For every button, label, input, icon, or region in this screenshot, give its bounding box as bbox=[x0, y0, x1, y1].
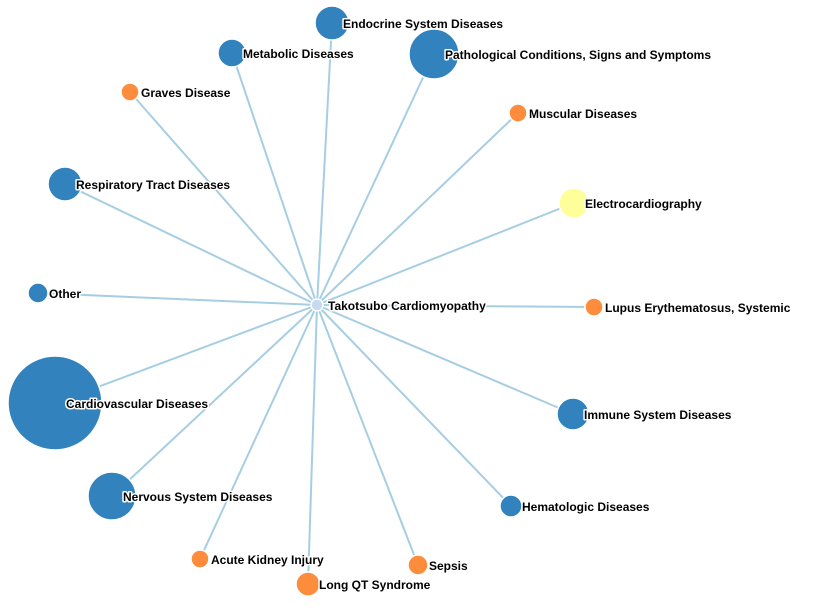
node-label-hematologic-diseases[interactable]: Hematologic Diseases bbox=[521, 499, 652, 516]
node-label-sepsis[interactable]: Sepsis bbox=[428, 558, 470, 575]
node-label-electrocardiography[interactable]: Electrocardiography bbox=[584, 196, 704, 213]
edge-lupus-erythematosus-systemic bbox=[316, 304, 595, 308]
node-immune-system-diseases[interactable] bbox=[556, 397, 590, 431]
node-label-cardiovascular-diseases[interactable]: Cardiovascular Diseases bbox=[65, 396, 210, 413]
edge-long-qt-syndrome bbox=[307, 304, 318, 585]
node-label-acute-kidney-injury[interactable]: Acute Kidney Injury bbox=[210, 552, 326, 569]
edge-sepsis bbox=[316, 304, 419, 566]
node-other[interactable] bbox=[27, 282, 49, 304]
edge-muscular-diseases bbox=[316, 112, 519, 306]
node-muscular-diseases[interactable] bbox=[508, 103, 528, 123]
edge-pathological-conditions-signs-and-symptoms bbox=[316, 53, 435, 306]
node-takotsubo-cardiomyopathy[interactable] bbox=[310, 298, 324, 312]
node-metabolic-diseases[interactable] bbox=[217, 38, 247, 68]
edge-layer bbox=[37, 22, 595, 585]
node-label-endocrine-system-diseases[interactable]: Endocrine System Diseases bbox=[342, 16, 505, 33]
node-label-nervous-system-diseases[interactable]: Nervous System Diseases bbox=[122, 489, 275, 506]
node-label-pathological-conditions-signs-and-symptoms[interactable]: Pathological Conditions, Signs and Sympt… bbox=[444, 47, 713, 64]
edge-endocrine-system-diseases bbox=[316, 22, 333, 306]
node-label-lupus-erythematosus-systemic[interactable]: Lupus Erythematosus, Systemic bbox=[604, 300, 793, 317]
edge-respiratory-tract-diseases bbox=[64, 183, 318, 306]
node-pathological-conditions-signs-and-symptoms[interactable] bbox=[408, 28, 460, 80]
node-acute-kidney-injury[interactable] bbox=[190, 549, 210, 569]
node-label-immune-system-diseases[interactable]: Immune System Diseases bbox=[583, 407, 734, 424]
node-endocrine-system-diseases[interactable] bbox=[314, 5, 350, 41]
edge-electrocardiography bbox=[316, 202, 575, 306]
edge-graves-disease bbox=[129, 91, 318, 306]
node-electrocardiography[interactable] bbox=[558, 187, 590, 219]
node-label-other[interactable]: Other bbox=[48, 286, 83, 303]
edge-other bbox=[37, 292, 318, 306]
node-respiratory-tract-diseases[interactable] bbox=[47, 166, 83, 202]
node-label-takotsubo-cardiomyopathy[interactable]: Takotsubo Cardiomyopathy bbox=[327, 298, 488, 315]
node-hematologic-diseases[interactable] bbox=[499, 494, 523, 518]
edge-hematologic-diseases bbox=[316, 304, 512, 507]
node-nervous-system-diseases[interactable] bbox=[87, 471, 137, 521]
node-label-respiratory-tract-diseases[interactable]: Respiratory Tract Diseases bbox=[75, 177, 232, 194]
node-label-muscular-diseases[interactable]: Muscular Diseases bbox=[528, 106, 639, 123]
edge-immune-system-diseases bbox=[316, 304, 574, 415]
node-lupus-erythematosus-systemic[interactable] bbox=[584, 297, 604, 317]
node-label-long-qt-syndrome[interactable]: Long QT Syndrome bbox=[318, 577, 433, 594]
node-layer bbox=[7, 5, 604, 597]
node-cardiovascular-diseases[interactable] bbox=[7, 355, 103, 451]
node-label-graves-disease[interactable]: Graves Disease bbox=[140, 85, 233, 102]
node-sepsis[interactable] bbox=[407, 554, 429, 576]
edge-metabolic-diseases bbox=[231, 52, 318, 306]
edge-acute-kidney-injury bbox=[199, 304, 318, 560]
node-long-qt-syndrome[interactable] bbox=[295, 571, 321, 597]
edge-nervous-system-diseases bbox=[111, 304, 318, 497]
node-graves-disease[interactable] bbox=[120, 82, 140, 102]
node-label-metabolic-diseases[interactable]: Metabolic Diseases bbox=[242, 46, 356, 63]
